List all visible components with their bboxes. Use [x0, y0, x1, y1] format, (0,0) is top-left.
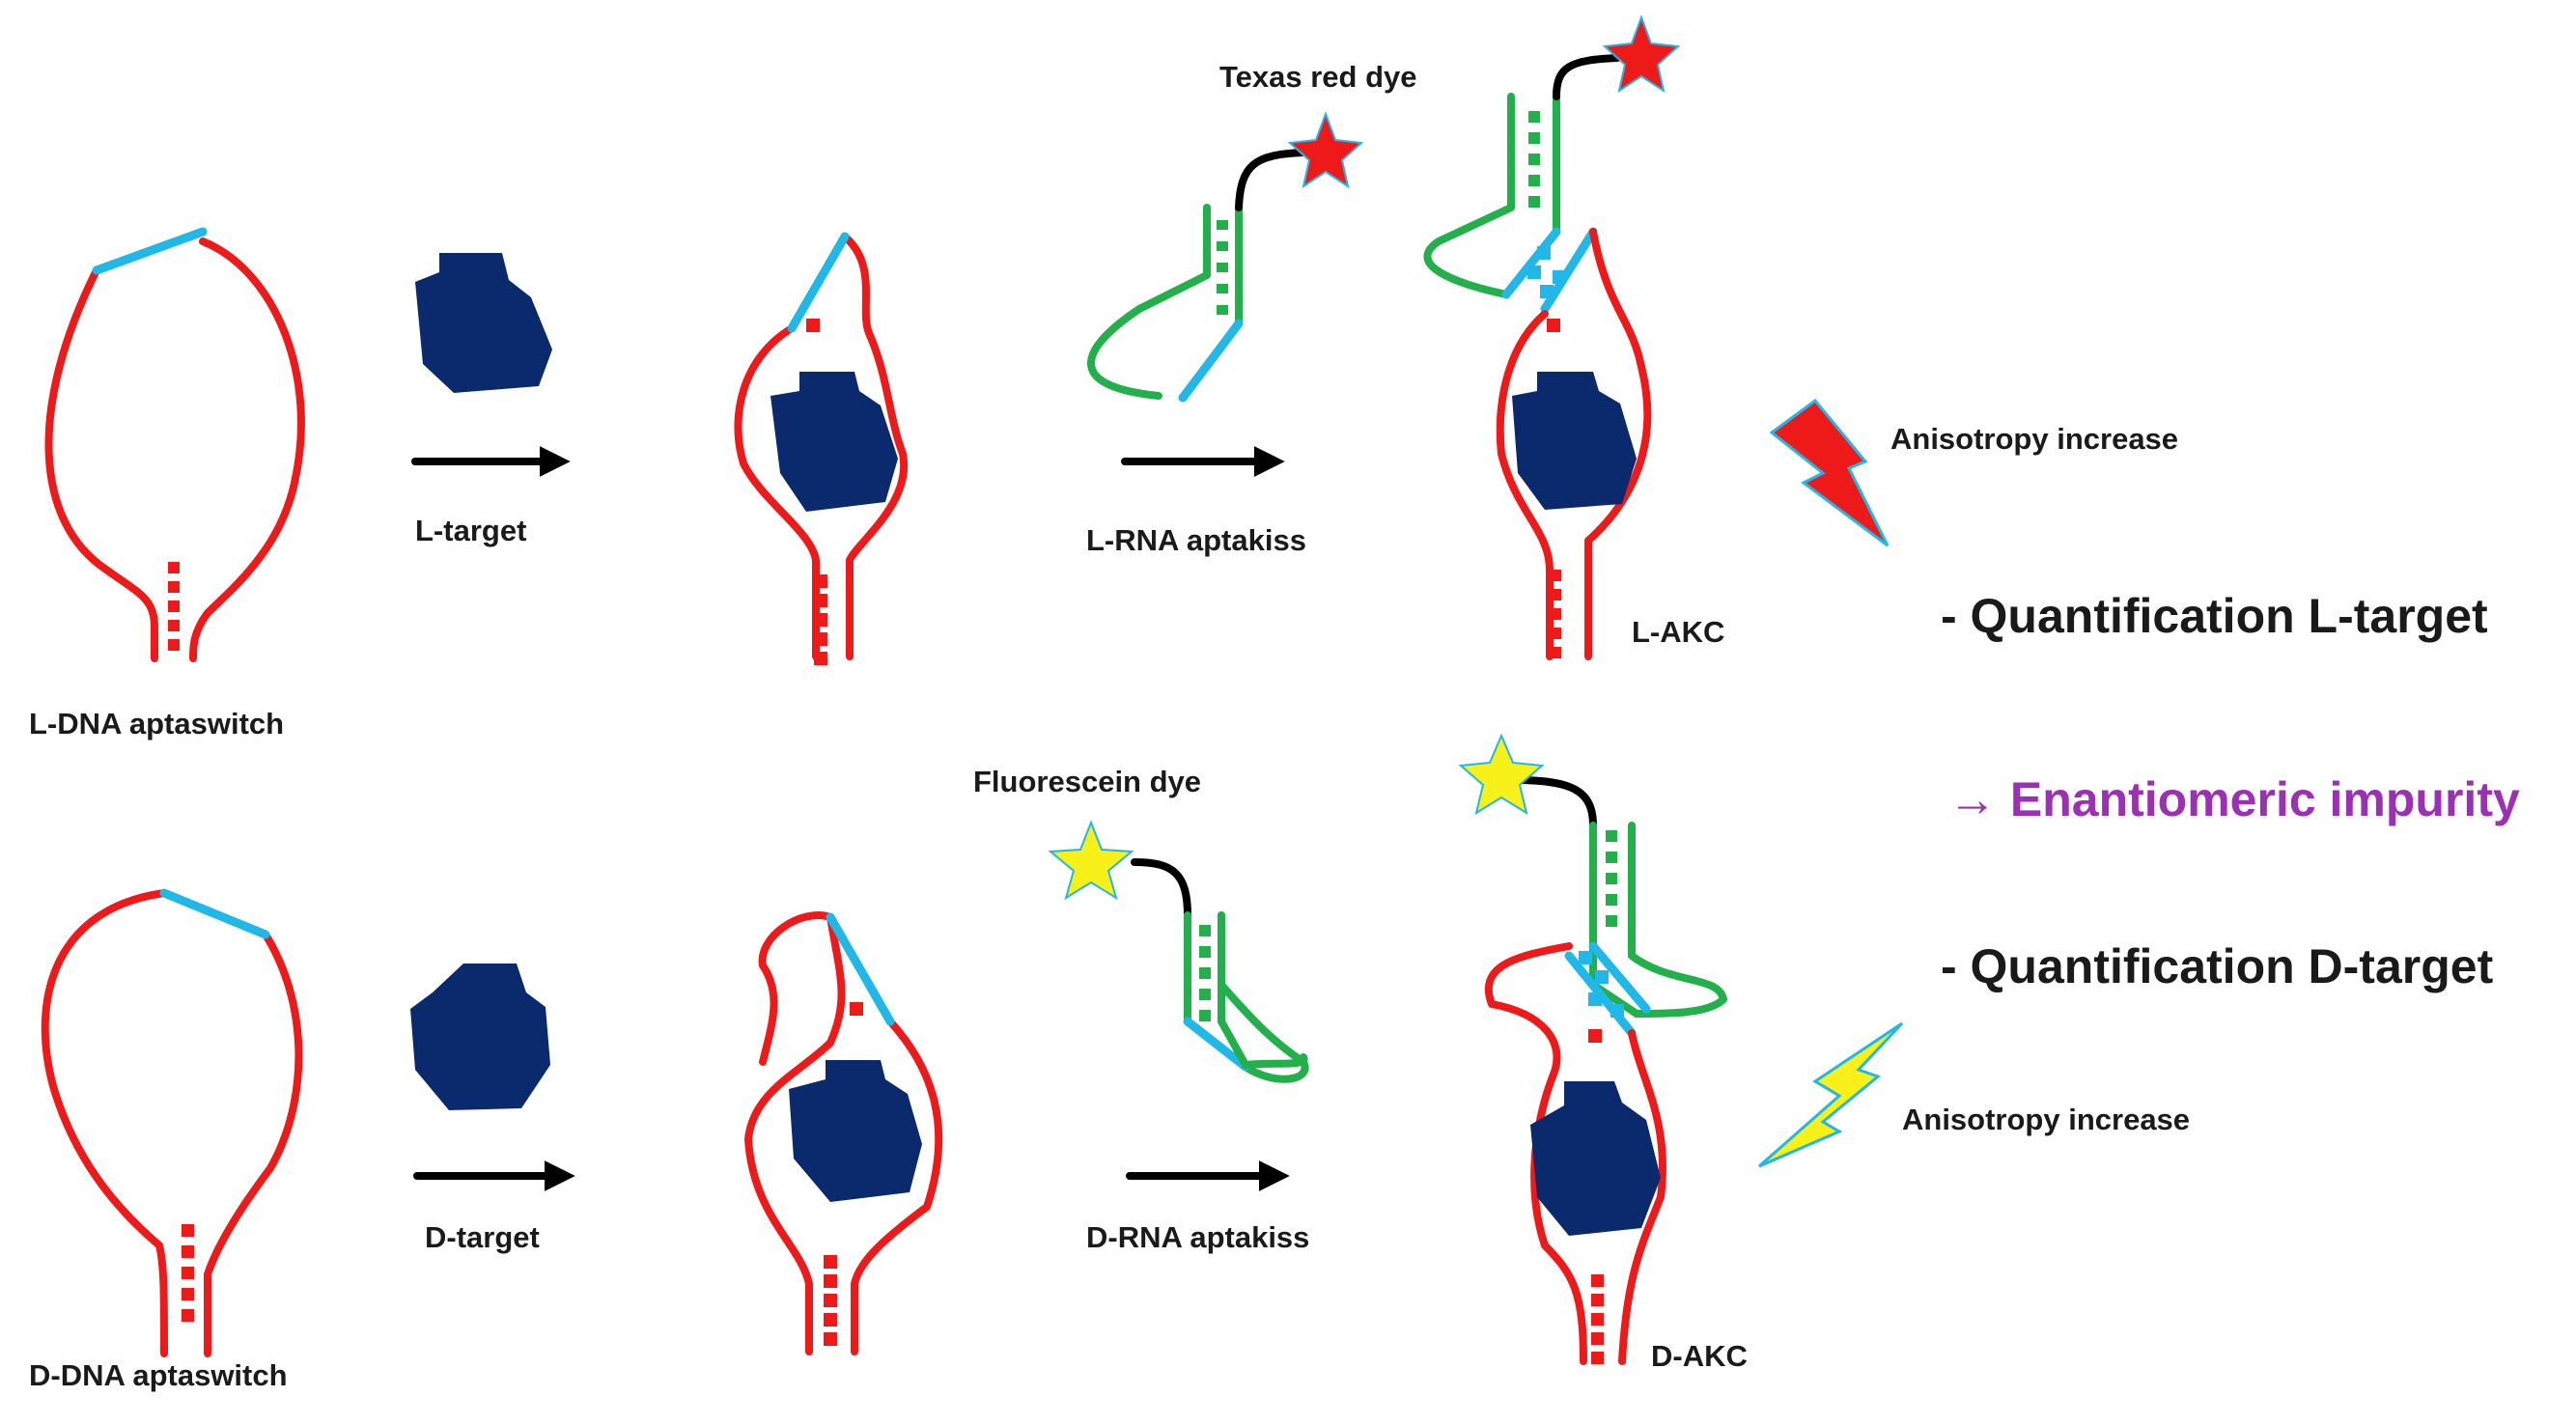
- label-anisotropy-top: Anisotropy increase: [1890, 422, 2178, 456]
- label-fluorescein-dye: Fluorescein dye: [973, 765, 1201, 798]
- label-d-rna-aptakiss: D-RNA aptakiss: [1086, 1220, 1309, 1254]
- label-texas-red-dye: Texas red dye: [1219, 60, 1416, 94]
- l-target-molecule: [415, 253, 552, 393]
- red-lightning-icon: [1769, 398, 1890, 547]
- l-akc-complex: [1423, 14, 1681, 660]
- label-d-akc: D-AKC: [1651, 1339, 1748, 1373]
- d-dna-aptaswitch-open: [41, 888, 303, 1357]
- fluorescein-dye-star: [1048, 820, 1134, 901]
- yellow-lightning-icon: [1758, 1021, 1904, 1168]
- d-rna-aptakiss: [1048, 820, 1309, 1083]
- l-aptaswitch-bound: [734, 232, 909, 665]
- label-anisotropy-bottom: Anisotropy increase: [1902, 1103, 2190, 1136]
- texas-red-dye-star-bound: [1602, 14, 1681, 94]
- label-enantiomeric-impurity: → Enantiomeric impurity: [1948, 772, 2520, 826]
- label-l-akc: L-AKC: [1632, 615, 1724, 649]
- label-l-target: L-target: [415, 514, 526, 547]
- label-quantification-d: - Quantification D-target: [1941, 939, 2494, 993]
- l-rna-aptakiss: [1087, 111, 1364, 403]
- label-d-dna-aptaswitch: D-DNA aptaswitch: [29, 1358, 288, 1392]
- base-pair-marks: [168, 562, 180, 651]
- fluorescein-dye-star-bound: [1458, 733, 1545, 816]
- label-quantification-l: - Quantification L-target: [1941, 589, 2488, 643]
- label-l-dna-aptaswitch: L-DNA aptaswitch: [29, 707, 284, 740]
- texas-red-dye-star: [1287, 111, 1364, 189]
- d-akc-complex: [1458, 733, 1727, 1365]
- d-aptaswitch-bound: [744, 911, 943, 1355]
- l-dna-aptaswitch-open: [44, 227, 305, 662]
- label-d-target: D-target: [425, 1220, 540, 1254]
- label-l-rna-aptakiss: L-RNA aptakiss: [1086, 523, 1306, 557]
- d-target-molecule: [410, 964, 550, 1110]
